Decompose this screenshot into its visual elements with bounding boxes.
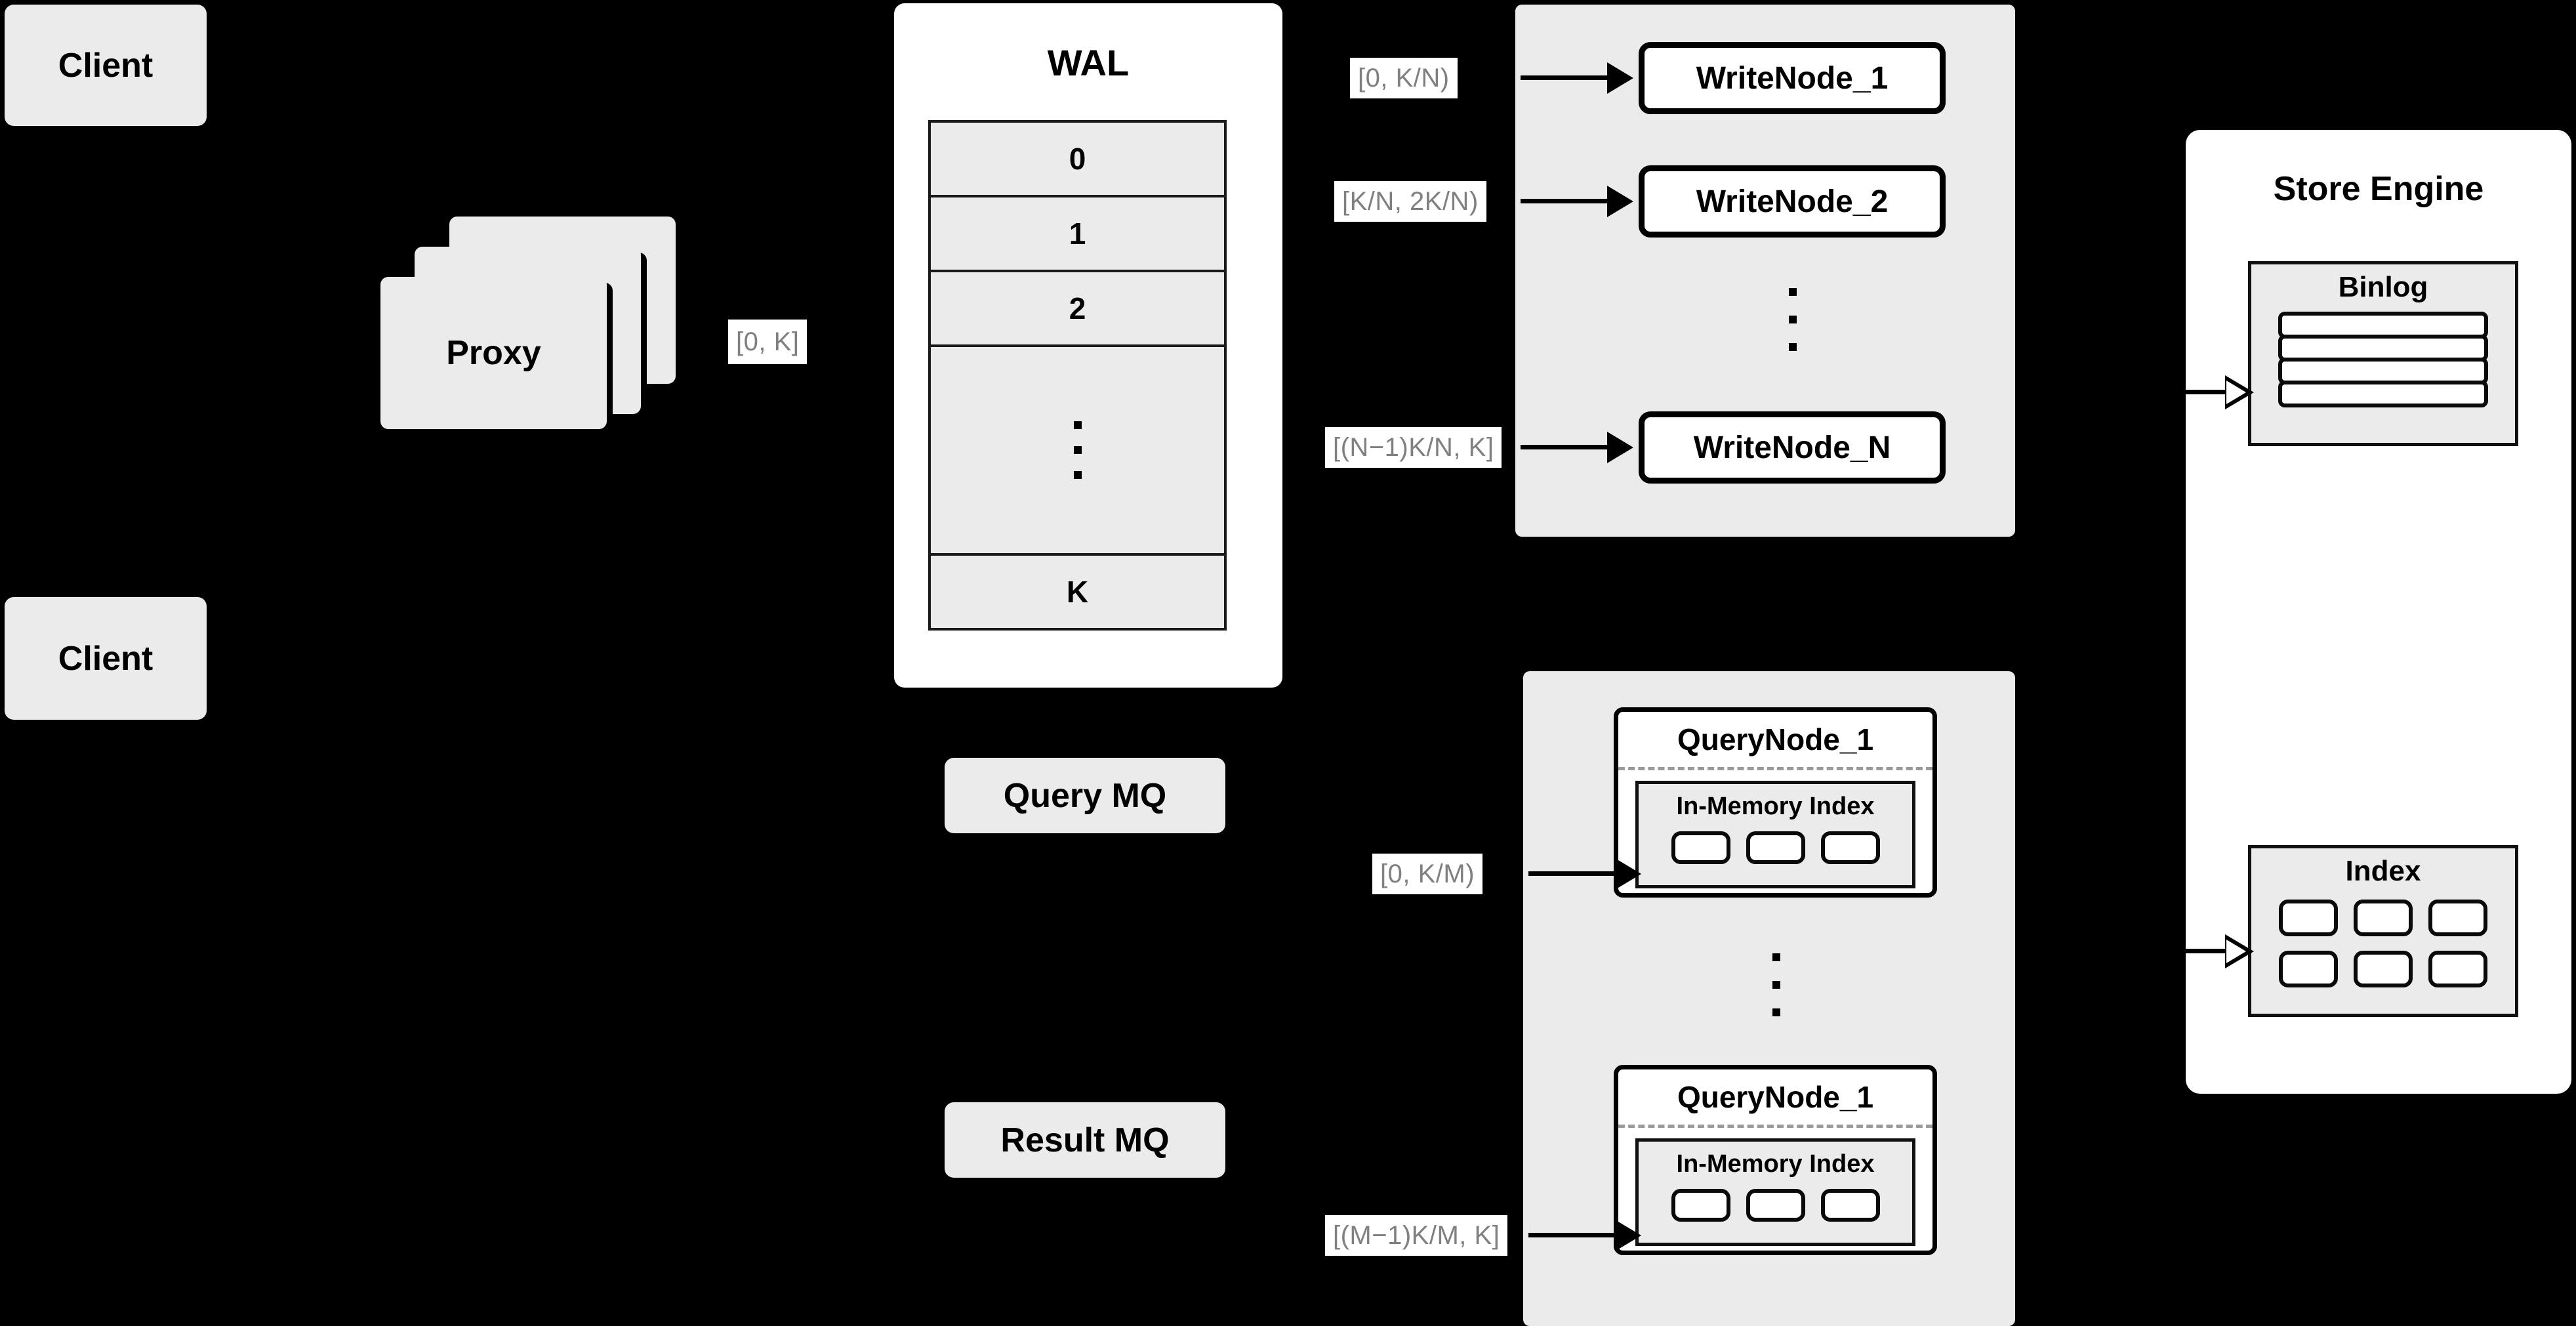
write-node-n[interactable]: WriteNode_N	[1639, 411, 1946, 484]
binlog-title: Binlog	[2338, 271, 2428, 303]
proxy-card-front[interactable]: Proxy	[380, 277, 607, 429]
write-node-2[interactable]: WriteNode_2	[1639, 165, 1946, 238]
wal-row[interactable]: 2	[931, 272, 1224, 347]
index-cell[interactable]	[2428, 900, 2487, 936]
in-memory-index-panel: In-Memory Index	[1635, 781, 1915, 888]
query-mq-label: Query MQ	[1003, 776, 1167, 815]
binlog-panel: Binlog	[2248, 261, 2518, 446]
write-range-label-n: [(N−1)K/N, K]	[1325, 427, 1502, 468]
index-arrow-head	[2225, 934, 2254, 968]
query-arrow-line-m	[1528, 1233, 1620, 1237]
binlog-row[interactable]	[2278, 381, 2488, 407]
proxy-label: Proxy	[446, 334, 541, 372]
index-segment[interactable]	[1820, 831, 1880, 864]
index-panel: Index	[2248, 845, 2518, 1017]
client-label: Client	[58, 46, 153, 85]
ellipsis-dot	[1772, 953, 1780, 961]
write-arrow-line-2	[1521, 199, 1612, 203]
write-node-ellipsis	[1774, 267, 1810, 372]
write-arrow-head-2	[1607, 186, 1633, 217]
write-arrow-head-1	[1607, 62, 1633, 94]
query-node-group: QueryNode_1 In-Memory Index	[1523, 671, 2015, 1326]
write-node-1[interactable]: WriteNode_1	[1639, 42, 1946, 114]
query-mq-box[interactable]: Query MQ	[945, 758, 1225, 833]
index-cell[interactable]	[2279, 900, 2338, 936]
wal-title: WAL	[1047, 42, 1130, 83]
wal-row[interactable]: 0	[931, 123, 1224, 197]
wal-table: 0 1 2 K	[928, 120, 1227, 631]
index-arrow-line	[2186, 949, 2232, 953]
wal-ellipsis-row	[931, 347, 1224, 556]
proxy-stack[interactable]: Proxy	[380, 217, 682, 433]
query-arrow-head-1	[1615, 858, 1641, 890]
client-box-1[interactable]: Client	[5, 5, 207, 126]
binlog-row[interactable]	[2278, 358, 2488, 384]
index-cell[interactable]	[2279, 951, 2338, 987]
client-label: Client	[58, 639, 153, 678]
store-engine-title: Store Engine	[2273, 170, 2484, 208]
ellipsis-dot	[1073, 471, 1082, 479]
index-cell[interactable]	[2354, 951, 2413, 987]
result-mq-box[interactable]: Result MQ	[945, 1102, 1225, 1178]
query-node-1[interactable]: QueryNode_1 In-Memory Index	[1614, 707, 1937, 898]
result-mq-label: Result MQ	[1000, 1121, 1170, 1159]
ellipsis-dot	[1772, 1008, 1780, 1016]
query-node-title: QueryNode_1	[1677, 722, 1874, 756]
query-node-m[interactable]: QueryNode_1 In-Memory Index	[1614, 1065, 1937, 1255]
in-memory-index-title: In-Memory Index	[1676, 1150, 1875, 1178]
write-arrow-line-n	[1521, 445, 1612, 449]
wal-panel: WAL 0 1 2 K	[894, 3, 1282, 688]
ellipsis-dot	[1073, 421, 1082, 429]
client-box-2[interactable]: Client	[5, 597, 207, 720]
wal-row[interactable]: 1	[931, 197, 1224, 272]
query-node-separator	[1618, 1125, 1932, 1128]
binlog-arrow-head	[2225, 375, 2254, 409]
query-range-label-m: [(M−1)K/M, K]	[1325, 1215, 1508, 1256]
index-segment[interactable]	[1820, 1189, 1880, 1222]
index-segment[interactable]	[1671, 1189, 1730, 1222]
ellipsis-dot	[1788, 288, 1797, 296]
write-arrow-head-n	[1607, 432, 1633, 463]
write-node-group: WriteNode_1 WriteNode_2 WriteNode_N	[1515, 5, 2015, 537]
ellipsis-dot	[1788, 316, 1797, 323]
query-node-ellipsis	[1758, 930, 1794, 1039]
index-segment[interactable]	[1746, 1189, 1805, 1222]
index-cell[interactable]	[2354, 900, 2413, 936]
binlog-arrow-line	[2186, 390, 2232, 394]
index-segment[interactable]	[1671, 831, 1730, 864]
query-arrow-line-1	[1528, 871, 1620, 876]
query-range-label-1: [0, K/M)	[1372, 854, 1483, 894]
index-cell[interactable]	[2428, 951, 2487, 987]
in-memory-index-title: In-Memory Index	[1676, 792, 1875, 820]
write-range-label-1: [0, K/N)	[1350, 58, 1458, 98]
write-range-label-2: [K/N, 2K/N)	[1334, 181, 1486, 222]
store-engine-panel: Store Engine Binlog Index	[2186, 130, 2571, 1094]
query-node-title: QueryNode_1	[1677, 1080, 1874, 1114]
proxy-range-label: [0, K]	[728, 320, 808, 364]
query-node-separator	[1618, 767, 1932, 770]
wal-row-last[interactable]: K	[1066, 575, 1089, 609]
index-segment[interactable]	[1746, 831, 1805, 864]
ellipsis-dot	[1772, 980, 1780, 989]
index-title: Index	[2345, 855, 2421, 887]
write-arrow-line-1	[1521, 75, 1612, 80]
ellipsis-dot	[1073, 446, 1082, 454]
in-memory-index-panel: In-Memory Index	[1635, 1138, 1915, 1246]
query-arrow-head-m	[1615, 1220, 1641, 1251]
ellipsis-dot	[1788, 343, 1797, 351]
